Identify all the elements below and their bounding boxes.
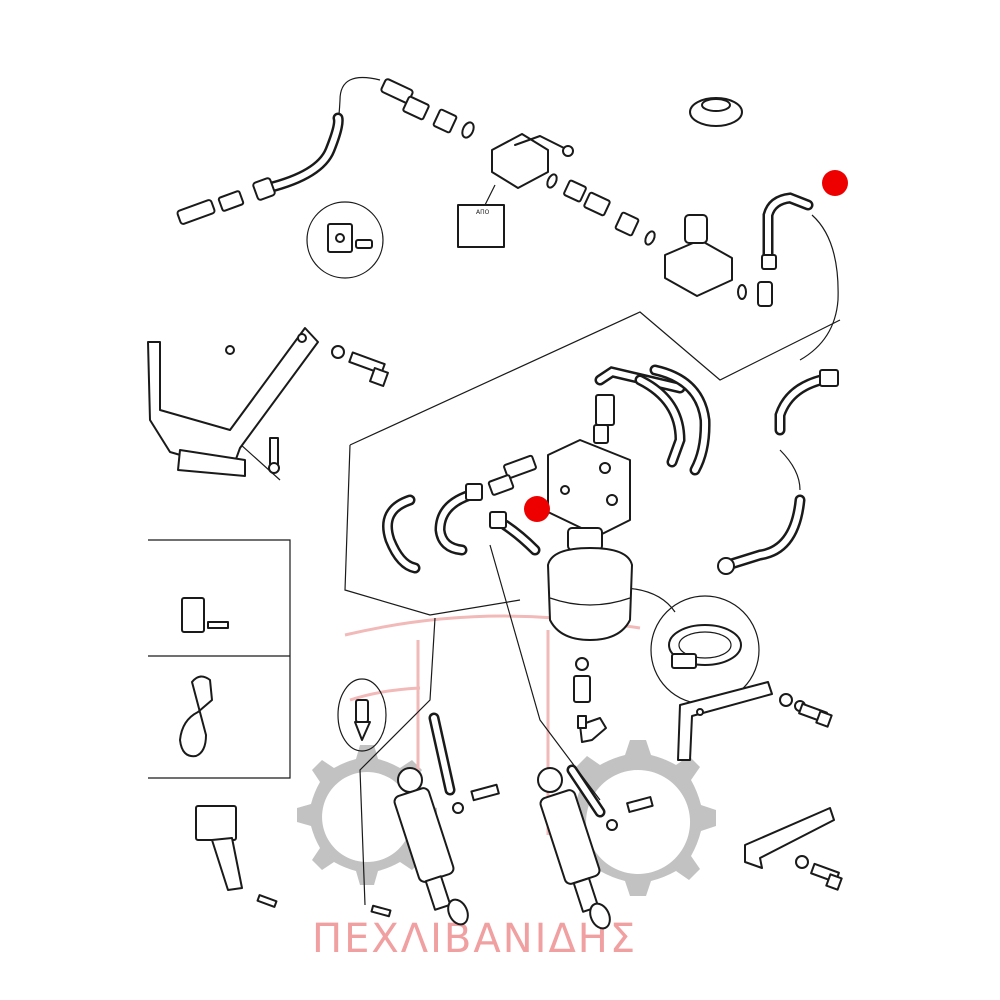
lift-cylinders (393, 712, 654, 930)
adapter-fitting-2 (402, 95, 430, 121)
decal-inset: ΑΠΟ (457, 184, 505, 248)
mounting-bracket-assembly (147, 327, 389, 477)
hex-nut-4 (614, 211, 640, 237)
hose-nut-8 (489, 511, 507, 529)
angle-bracket-1 (677, 681, 773, 761)
group-boundary-lines (148, 76, 841, 906)
right-bracket-assembly (677, 681, 843, 891)
hose-nut-5 (819, 369, 839, 387)
shutoff-valve-knob (562, 145, 574, 157)
bleed-nipple-inset (337, 678, 387, 752)
o-ring-3 (644, 230, 656, 246)
bracket-plate (147, 327, 319, 471)
bolt-head-4 (825, 873, 843, 891)
right-pipe-leader (799, 214, 839, 361)
o-ring-1 (461, 121, 475, 139)
lift-cylinder-left (393, 712, 500, 926)
union-fitting (503, 454, 537, 480)
watermark-logo: ΠΕΧΛΙΒΑΝΙΔΗΣ (297, 614, 716, 962)
small-bolt-1 (207, 621, 229, 629)
cylinder-leader-left (359, 617, 436, 906)
tee-fitting-2 (593, 424, 609, 444)
tee-fitting (595, 394, 615, 426)
lock-strap (179, 675, 213, 758)
flow-control-valve (664, 239, 733, 297)
filter-clamp-leader (624, 587, 676, 613)
lift-cylinder-right (537, 764, 654, 930)
upper-group-outline (349, 311, 841, 446)
small-bracket (195, 805, 237, 841)
o-ring-4 (737, 284, 747, 300)
washer-3 (779, 693, 793, 707)
clamp-block-small (181, 597, 205, 633)
bracket-foot (177, 449, 246, 477)
watermark-tractor-body (349, 686, 421, 702)
small-adapter (577, 715, 587, 729)
hose-nut-right (761, 254, 777, 270)
flow-control-knob (684, 214, 708, 244)
washer-5 (795, 855, 809, 869)
center-group-outline (344, 444, 521, 616)
svg-text:ΑΠΟ: ΑΠΟ (476, 209, 490, 216)
elbow-fitting (757, 281, 773, 307)
union-fitting-2 (487, 474, 515, 496)
callout-marker[interactable] (524, 496, 550, 522)
left-panel-parts (179, 597, 392, 918)
hose-nut-6 (717, 557, 735, 575)
filler-cap (689, 97, 743, 127)
washer-1 (331, 345, 345, 359)
pipe-clamp-inset (306, 201, 384, 279)
hose-clamp-inset (650, 595, 760, 705)
small-bolt-2 (256, 894, 278, 908)
o-ring-2 (546, 173, 558, 189)
accumulator-assembly (547, 527, 760, 743)
accumulator-adapter (573, 675, 591, 703)
valve-block (547, 439, 631, 537)
accumulator-body (547, 547, 633, 641)
adapter-fitting-1 (217, 190, 245, 212)
hex-nut-2 (432, 108, 458, 134)
watermark-gear-right (560, 740, 716, 896)
shutoff-valve-lever (514, 135, 569, 151)
bolt-2 (269, 437, 279, 465)
hose-nut-7 (465, 483, 483, 501)
accumulator-o-ring (575, 657, 589, 671)
small-bolt-3 (370, 904, 392, 918)
left-panel-frame (148, 539, 291, 779)
adapter-fitting-3 (583, 191, 611, 217)
callout-marker[interactable] (822, 170, 848, 196)
accumulator-cap (567, 527, 603, 551)
quick-coupler-male (176, 199, 216, 225)
angle-bracket-2 (744, 807, 835, 869)
watermark-text: ΠΕΧΛΙΒΑΝΙΔΗΣ (312, 916, 637, 962)
hydraulic-block-assembly (382, 364, 839, 575)
bolt-head-1 (369, 367, 389, 387)
hose-nut-1 (252, 177, 276, 201)
washer-2 (268, 462, 280, 474)
small-bracket-arm (211, 837, 243, 891)
top-pipe-assembly: ΑΠΟ (176, 78, 814, 307)
shutoff-valve-body (491, 133, 549, 189)
hex-nut-3 (563, 179, 587, 203)
center-right-leader (779, 449, 801, 491)
bolt-head-3 (815, 710, 833, 728)
